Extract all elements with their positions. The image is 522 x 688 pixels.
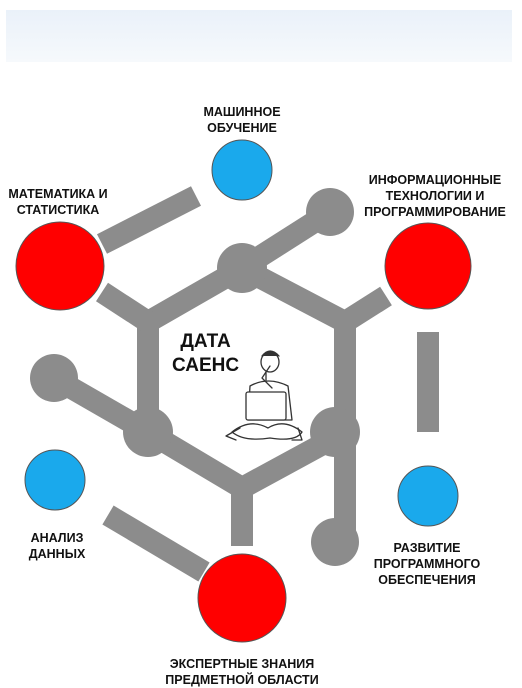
label-line: ДАННЫХ [28,547,86,561]
joint-top [217,243,267,293]
label-line: ПРЕДМЕТНОЙ ОБЛАСТИ [165,673,319,687]
label-line: МАТЕМАТИКА И [8,187,108,201]
node-machine-learning [211,139,273,201]
joint-right-bottom-end [311,518,359,566]
label-line: ОБЕСПЕЧЕНИЯ [378,573,476,587]
person-with-laptop-icon [225,350,303,441]
connector-right-it [339,286,392,332]
joint-right [310,407,360,457]
node-domain-expertise [197,553,287,643]
node-math-stats [15,221,105,311]
joint-left [123,407,173,457]
label-machine-learning: МАШИННОЕ ОБУЧЕНИЕ [192,104,292,136]
center-title-line-2: САЕНС [172,355,240,376]
label-line: МАШИННОЕ [203,105,281,119]
label-line: РАЗВИТИЕ [393,541,461,555]
center-title-line-1: ДАТА [180,331,231,352]
center-title: ДАТА САЕНС [172,330,239,378]
label-line: ПРОГРАММИРОВАНИЕ [364,205,506,219]
header-banner [6,10,512,62]
label-line: АНАЛИЗ [30,531,84,545]
label-line: ИНФОРМАЦИОННЫЕ [368,173,502,187]
joint-left-end [30,354,78,402]
label-it-programming: ИНФОРМАЦИОННЫЕ ТЕХНОЛОГИИ И ПРОГРАММИРОВ… [360,172,510,220]
node-it-programming [384,222,472,310]
connector-top-left [95,282,155,332]
label-line: ЭКСПЕРТНЫЕ ЗНАНИЯ [169,657,315,671]
label-line: СТАТИСТИКА [16,203,100,217]
label-math-stats: МАТЕМАТИКА И СТАТИСТИКА [2,186,114,218]
node-software-dev [397,465,459,527]
label-line: ПРОГРАММНОГО [373,557,481,571]
label-software-dev: РАЗВИТИЕ ПРОГРАММНОГО ОБЕСПЕЧЕНИЯ [370,540,484,588]
label-line: ТЕХНОЛОГИИ И [385,189,485,203]
label-data-analysis: АНАЛИЗ ДАННЫХ [22,530,92,562]
label-domain-expertise: ЭКСПЕРТНЫЕ ЗНАНИЯ ПРЕДМЕТНОЙ ОБЛАСТИ [162,656,322,688]
joint-top-right-end [306,188,354,236]
node-data-analysis [24,449,86,511]
connector-analysis-expert [102,505,210,582]
connector-ml-math [96,186,202,254]
label-line: ОБУЧЕНИЕ [207,121,277,135]
hexagon-frame [137,255,356,501]
